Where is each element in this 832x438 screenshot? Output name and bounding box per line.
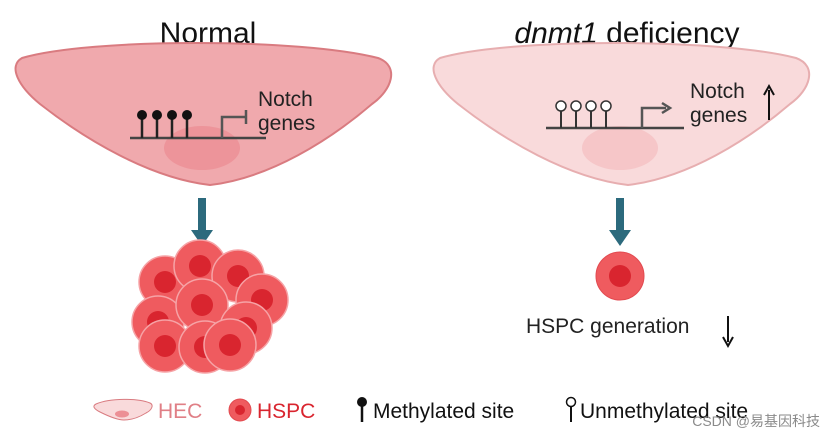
legend-unmethylated: Unmethylated site — [565, 396, 748, 423]
hec-icon — [93, 398, 153, 421]
down-arrow-icon — [722, 316, 734, 349]
normal-hec-cell — [14, 42, 393, 187]
legend-hspc-label: HSPC — [257, 400, 315, 423]
normal-hspc-cluster — [131, 239, 289, 374]
deficiency-nucleus — [582, 126, 658, 170]
legend-hec: HEC — [93, 398, 202, 423]
methylated-site-lollipop — [137, 110, 147, 138]
legend: HEC HSPC Methylated site Unmethylated si… — [93, 396, 748, 423]
deficiency-hec-cell — [432, 42, 811, 187]
deficiency-gene-locus: Notch genes — [546, 80, 775, 130]
hspc-generation-label: HSPC generation — [526, 315, 689, 338]
legend-hspc: HSPC — [228, 398, 315, 423]
deficiency-down-arrow — [609, 198, 631, 246]
normal-methylated-sites — [137, 110, 192, 138]
legend-methylated-label: Methylated site — [373, 400, 514, 423]
methylated-lollipop-icon — [357, 397, 367, 422]
promoter-arrowhead-icon — [661, 101, 673, 115]
repressed-promoter-icon — [220, 115, 246, 138]
legend-methylated: Methylated site — [357, 397, 514, 423]
deficiency-gene-label-line2: genes — [690, 104, 747, 127]
hspc-cell — [203, 318, 257, 372]
legend-hec-label: HEC — [158, 400, 202, 423]
legend-unmethylated-label: Unmethylated site — [580, 400, 748, 423]
deficiency-gene-label-line1: Notch — [690, 80, 745, 103]
methylated-site-lollipop — [152, 110, 162, 138]
unmethylated-site-lollipop — [585, 100, 597, 128]
normal-gene-locus: Notch genes — [130, 88, 315, 140]
methylated-site-lollipop — [182, 110, 192, 138]
normal-down-arrow — [191, 198, 213, 246]
normal-gene-label-line2: genes — [258, 112, 315, 135]
deficiency-unmethylated-sites — [555, 100, 612, 128]
unmethylated-site-lollipop — [570, 100, 582, 128]
unmethylated-lollipop-icon — [565, 396, 577, 422]
unmethylated-site-lollipop — [600, 100, 612, 128]
methylated-site-lollipop — [167, 110, 177, 138]
normal-gene-label-line1: Notch — [258, 88, 313, 111]
hspc-cell — [175, 278, 229, 332]
up-arrow-icon — [763, 83, 775, 120]
watermark-text: CSDN @易基因科技 — [692, 413, 820, 429]
unmethylated-site-lollipop — [555, 100, 567, 128]
active-promoter-arrow-icon — [640, 106, 666, 128]
deficiency-title: dnmt1 deficiency — [514, 17, 739, 50]
deficiency-single-hspc — [595, 251, 645, 301]
normal-nucleus — [164, 126, 240, 170]
